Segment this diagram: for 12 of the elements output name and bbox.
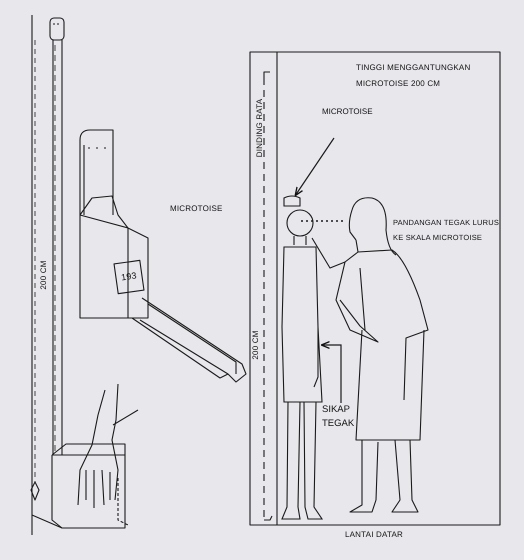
leader-arrow (294, 138, 334, 196)
head-plate-drawing (284, 195, 300, 206)
heading-note: TINGGI MENGGANTUNGKAN MICROTOISE 200 CM (356, 62, 472, 90)
wall-label: DINDING RATA (255, 98, 265, 158)
dimension-label: 200 CM (251, 330, 261, 360)
callout-text: SIKAP TEGAK (322, 403, 356, 432)
leader-arrow (320, 340, 342, 403)
device-label: MICROTOISE (170, 204, 223, 214)
callout-text: MICROTOISE (322, 106, 374, 118)
dimension-label: 200 CM (39, 260, 49, 290)
display-reading: 193 (120, 270, 138, 284)
floor-label: LANTAI DATAR (345, 530, 403, 540)
